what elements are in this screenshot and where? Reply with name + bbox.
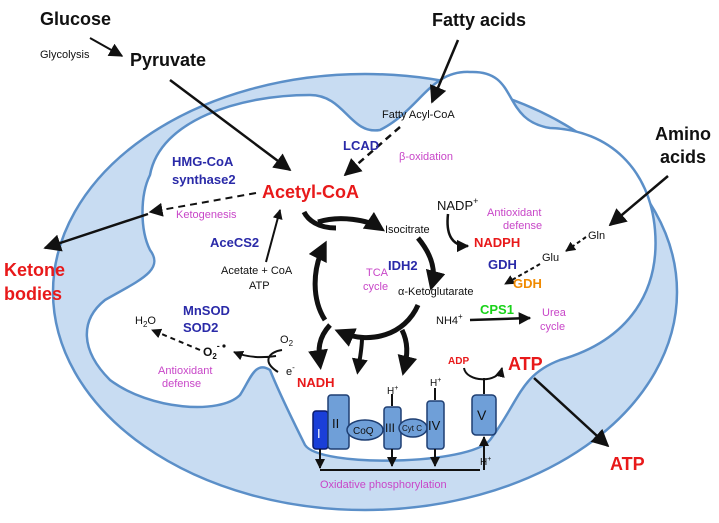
atp-small-label: ATP	[249, 280, 270, 292]
urea-cycle-line2: cycle	[540, 321, 565, 333]
hmg-coa-label-line2: synthase2	[172, 172, 236, 187]
antioxidant-left-line2: defense	[162, 378, 201, 390]
tca-to-nadh-arrow	[308, 323, 332, 370]
tca-arc-bottom	[334, 303, 421, 347]
h2o-label: H2O	[135, 315, 156, 329]
nh4-label: NH4+	[436, 312, 463, 327]
acetylcoa-into-tca-arrow	[301, 210, 337, 231]
gdh-orange-label: GDH	[513, 276, 542, 291]
atp-export-arrow	[533, 377, 610, 448]
tca-label-line2: cycle	[363, 281, 388, 293]
tca-arc-left	[308, 240, 328, 322]
electron-label: e-	[286, 363, 295, 378]
tca-to-complex2-arrow	[351, 337, 368, 375]
adp-label: ADP	[448, 356, 469, 367]
idh2-label: IDH2	[388, 258, 418, 273]
coq-label: CoQ	[353, 426, 374, 437]
acetate-to-acetylcoa-arrow	[265, 209, 283, 263]
amino-label-line2: acids	[660, 147, 706, 167]
nadp-label: NADP+	[437, 196, 478, 213]
beta-oxidation-label: β-oxidation	[399, 151, 453, 163]
complex-v-label: V	[477, 407, 487, 423]
complex-iii-label: III	[385, 421, 395, 435]
complex-v	[471, 394, 497, 436]
acetylcoa-to-ketone-arrow	[148, 192, 257, 217]
tca-cycle	[301, 210, 446, 347]
h-plus-label-3: H+	[480, 456, 491, 468]
tca-label-line1: TCA	[366, 267, 389, 279]
nadp-to-nadph-arrow	[446, 213, 470, 253]
adp-to-atp-arrow	[463, 367, 505, 381]
ketone-bodies-line1: Ketone	[4, 260, 65, 280]
amino-acids-arrow	[608, 175, 669, 227]
nadh-label: NADH	[297, 375, 335, 390]
pyruvate-label: Pyruvate	[130, 50, 206, 70]
antioxidant-top-line2: defense	[503, 220, 542, 232]
oxphos-label: Oxidative phosphorylation	[320, 479, 447, 491]
gln-label: Gln	[588, 230, 605, 242]
hmg-coa-label-line1: HMG-CoA	[172, 154, 234, 169]
h-plus-label-2: H+	[430, 377, 441, 389]
cps1-label: CPS1	[480, 302, 514, 317]
alpha-kg-label: α-Ketoglutarate	[398, 286, 473, 298]
nadph-label: NADPH	[474, 235, 520, 250]
antioxidant-top-line1: Antioxidant	[487, 207, 541, 219]
ketogenesis-label: Ketogenesis	[176, 209, 237, 221]
ketone-bodies-line2: bodies	[4, 284, 62, 304]
nh4-to-urea-arrow	[469, 312, 532, 325]
atp-big-label: ATP	[508, 354, 543, 374]
tca-arc-top	[317, 211, 385, 232]
ketone-exit-arrow	[43, 212, 149, 252]
glu-label: Glu	[542, 252, 559, 264]
acetyl-coa-label: Acetyl-CoA	[262, 182, 359, 202]
urea-cycle-line1: Urea	[542, 307, 567, 319]
atp-out-label: ATP	[610, 454, 645, 474]
fatty-acids-arrow	[430, 39, 460, 104]
gdh-blue-label: GDH	[488, 257, 517, 272]
tca-to-complex-arrow	[397, 328, 418, 376]
sod2-label: SOD2	[183, 320, 218, 335]
complex-i-label: I	[317, 426, 321, 441]
antioxidant-left-line1: Antioxidant	[158, 365, 212, 377]
superoxide-label: O2-	[203, 341, 220, 361]
complex-iv-label: IV	[428, 418, 441, 433]
coq-ellipse	[346, 419, 384, 441]
complex-ii	[327, 394, 350, 450]
glycolysis-label: Glycolysis	[40, 49, 90, 61]
complex-ii-label: II	[332, 416, 339, 431]
fatty-acyl-coa-label: Fatty Acyl-CoA	[382, 109, 455, 121]
amino-label-line1: Amino	[655, 124, 711, 144]
fatty-acyl-to-acetylcoa-arrow	[343, 126, 401, 177]
o2-label: O2	[280, 334, 294, 348]
tca-arc-right	[416, 236, 446, 291]
radical-dot	[222, 344, 226, 348]
glucose-label: Glucose	[40, 9, 111, 29]
fatty-acids-label: Fatty acids	[432, 10, 526, 30]
mnsod-label: MnSOD	[183, 303, 230, 318]
acecs2-label: AceCS2	[210, 235, 259, 250]
cytc-label: Cyt C	[402, 424, 422, 433]
h-plus-label-1: H+	[387, 385, 398, 397]
o2-to-superoxide-arrow	[234, 350, 283, 373]
electron-transport-chain: I II CoQ III Cyt C IV V H+ H+ H+	[312, 377, 497, 471]
lcad-label: LCAD	[343, 138, 379, 153]
isocitrate-label: Isocitrate	[385, 224, 430, 236]
glucose-to-pyruvate-arrow	[89, 37, 124, 57]
inner-membrane	[85, 70, 657, 462]
pyruvate-to-acetylcoa-arrow	[169, 79, 292, 172]
acetate-coa-label: Acetate + CoA	[221, 265, 293, 277]
